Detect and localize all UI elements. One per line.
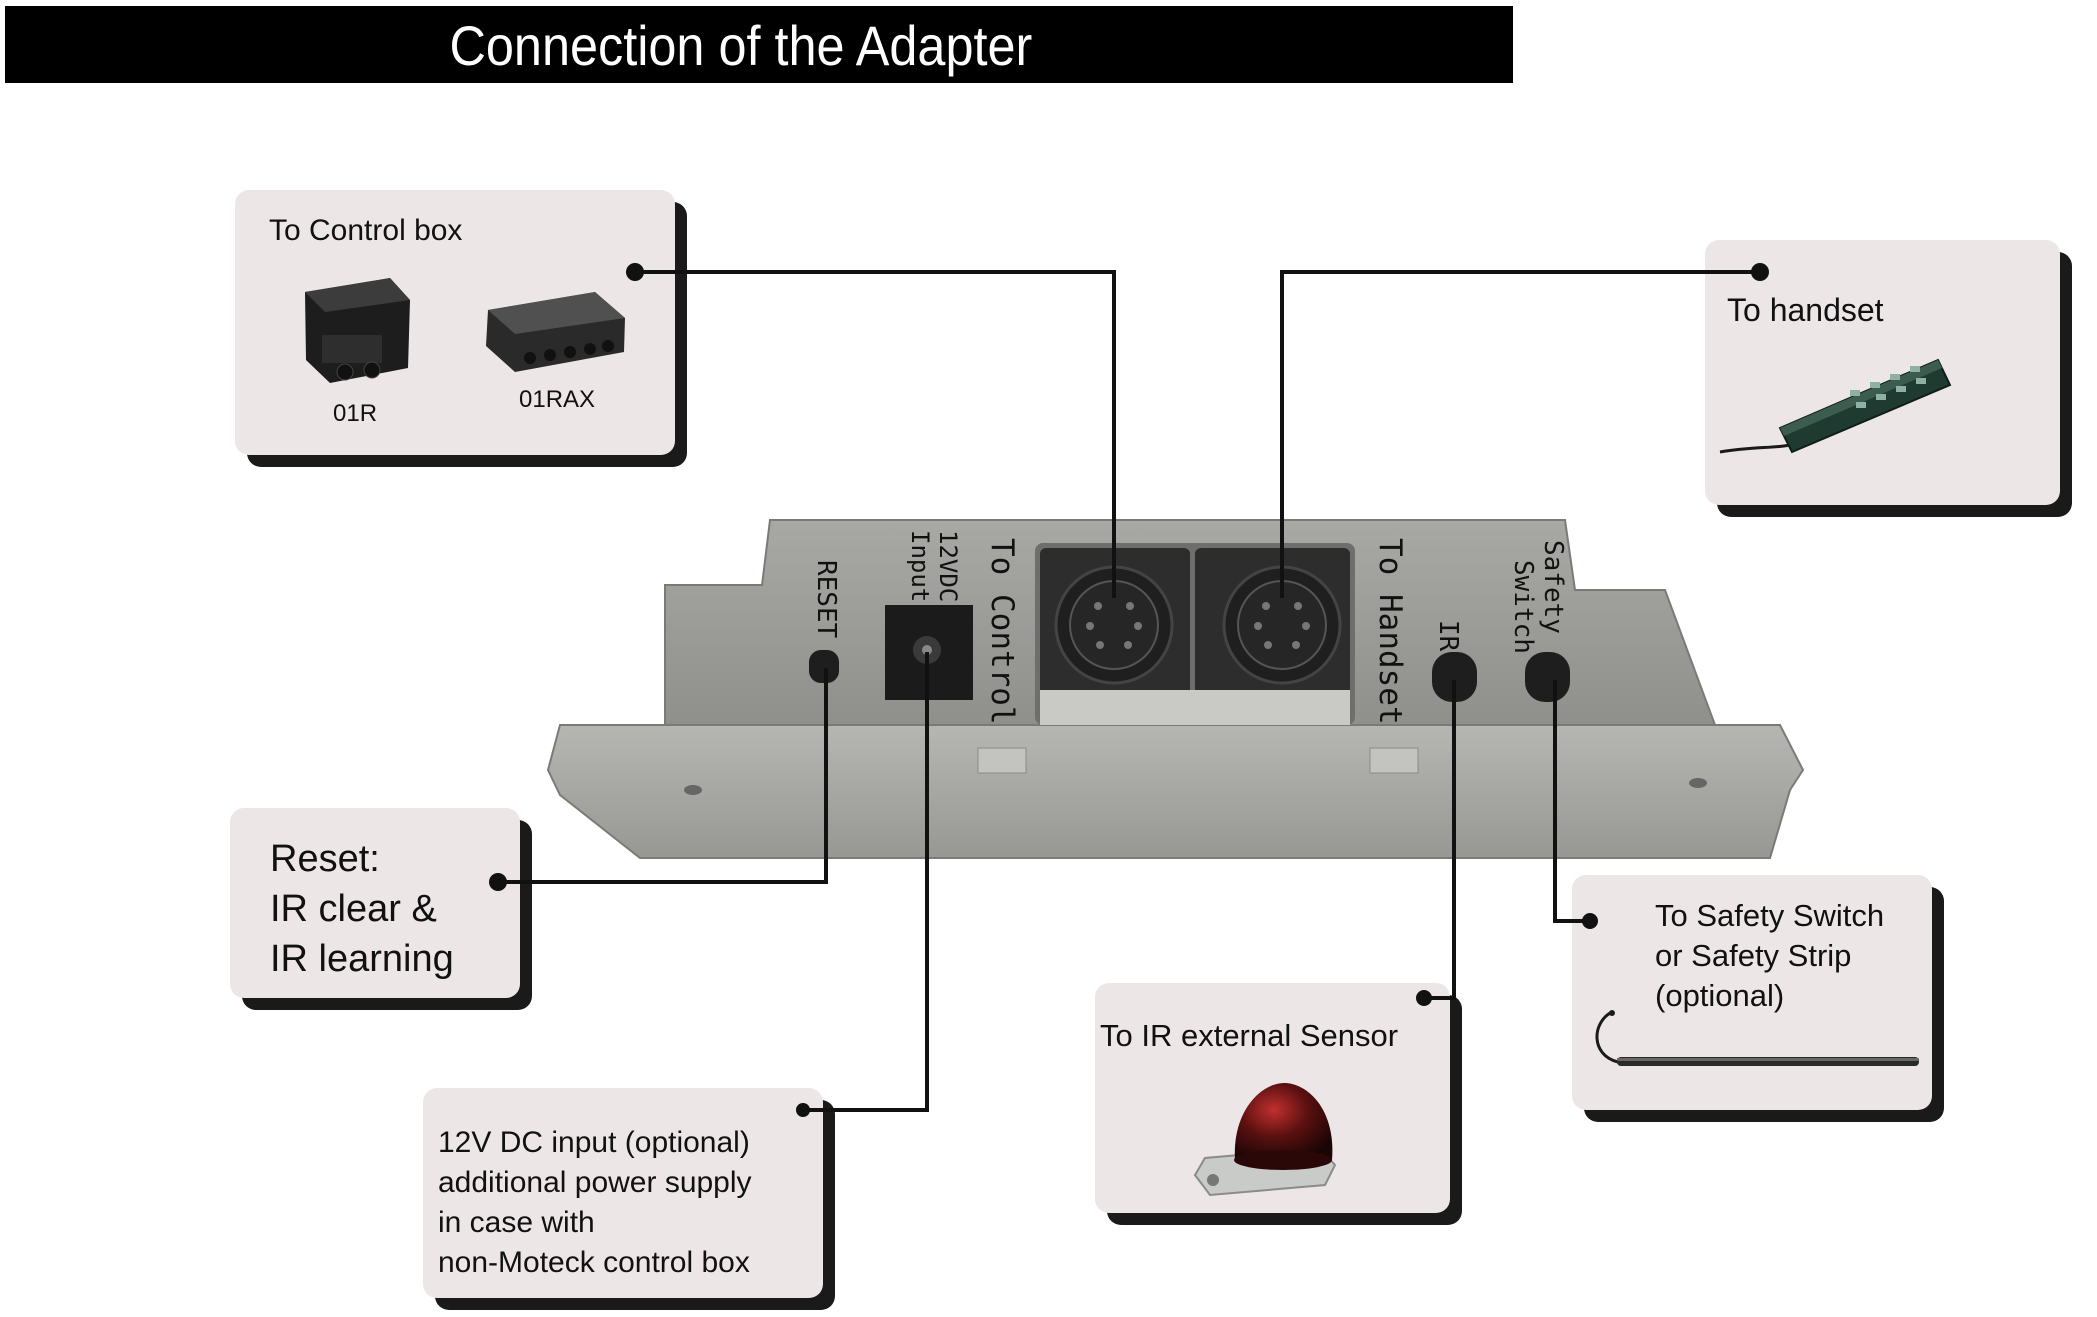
model-01r-label: 01R	[333, 400, 378, 427]
callout-safety-line1: To Safety Switch	[1655, 898, 1885, 933]
leader-dot-dc	[796, 1103, 810, 1117]
callout-reset: Reset: IR clear & IR learning	[230, 808, 520, 998]
device-label-to-handset: To Handset	[1372, 538, 1408, 725]
leader-line-ir	[1424, 680, 1456, 1000]
leader-lines	[498, 270, 1760, 1112]
device-label-reset: RESET	[811, 560, 841, 639]
title-banner: Connection of the Adapter	[5, 6, 1513, 83]
leader-dot-control-box	[626, 263, 644, 281]
control-box-01r-icon	[305, 278, 410, 383]
leader-line-safety	[1553, 680, 1590, 923]
callout-handset-label: To handset	[1727, 292, 1884, 328]
callout-dc-input-line2: additional power supply	[438, 1166, 752, 1199]
callout-ir-sensor-label: To IR external Sensor	[1100, 1018, 1399, 1053]
device-label-dc-line1: 12VDC	[934, 530, 962, 602]
callout-safety-line3: (optional)	[1655, 978, 1785, 1013]
device-label-dc-line2: Input	[906, 530, 934, 602]
leader-dot-reset	[489, 873, 507, 891]
ir-sensor-icon	[1193, 1083, 1337, 1197]
callout-dc-input-line4: non-Moteck control box	[438, 1246, 750, 1279]
leader-line-reset	[498, 668, 828, 884]
page-title: Connection of the Adapter	[449, 14, 1033, 77]
callout-dc-input-line1: 12V DC input (optional)	[438, 1126, 750, 1159]
leader-line-handset	[1280, 270, 1760, 598]
device-label-safety-line1: Safety	[1538, 540, 1568, 634]
leader-dot-ir	[1416, 990, 1432, 1006]
leader-dot-safety	[1582, 913, 1598, 929]
device-label-ir: IR	[1433, 620, 1463, 652]
callout-control-box-label: To Control box	[269, 214, 463, 247]
handset-remote-icon	[1719, 358, 1952, 454]
callout-dc-input: 12V DC input (optional) additional power…	[423, 1088, 823, 1298]
leader-line-dc	[803, 652, 929, 1112]
callout-reset-line2: IR clear &	[270, 888, 437, 930]
callout-dc-input-line3: in case with	[438, 1206, 595, 1239]
leader-dots	[489, 263, 1769, 1117]
callout-safety-line2: or Safety Strip	[1655, 938, 1852, 973]
callout-safety: To Safety Switch or Safety Strip (option…	[1572, 875, 1932, 1110]
leader-line-control-box	[635, 270, 1116, 598]
device-label-to-control: To Control	[984, 538, 1020, 725]
callout-handset: To handset	[1705, 240, 2060, 505]
adapter-device-icon: RESET 12VDC Input To Control To Handset …	[546, 519, 1805, 859]
callout-reset-line1: Reset:	[270, 838, 380, 880]
model-01rax-label: 01RAX	[519, 386, 596, 413]
device-label-safety-line2: Switch	[1508, 560, 1538, 654]
callout-reset-line3: IR learning	[270, 938, 454, 980]
safety-strip-icon	[1595, 1010, 1919, 1066]
leader-dot-handset	[1751, 263, 1769, 281]
control-box-01rax-icon	[486, 292, 625, 372]
